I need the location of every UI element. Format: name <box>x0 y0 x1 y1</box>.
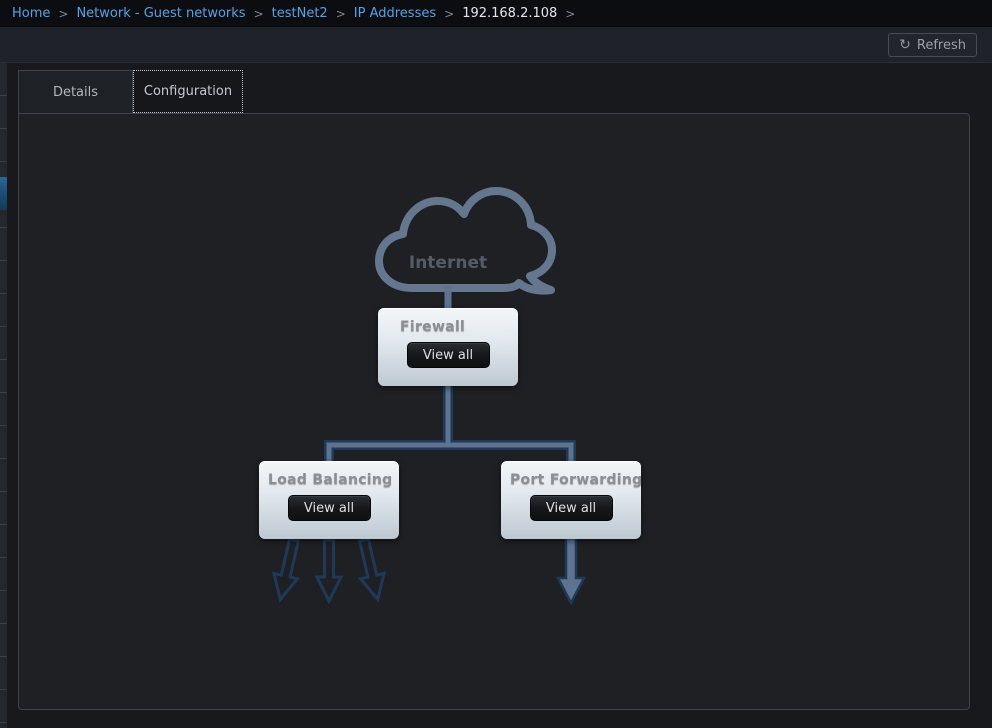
network-diagram: Internet <box>271 187 587 606</box>
tab-bar: Details Configuration <box>18 70 243 113</box>
port-forwarding-arrow-icon <box>555 536 587 606</box>
internet-cloud-icon: Internet <box>375 187 556 295</box>
sidebar-active-item[interactable] <box>0 177 7 210</box>
sidebar-sliver <box>0 63 7 728</box>
breadcrumb-separator: > <box>444 6 455 21</box>
breadcrumb-link-ip-addresses[interactable]: IP Addresses <box>353 6 437 21</box>
load-balancing-node: Load Balancing View all <box>259 461 399 539</box>
breadcrumb-separator: > <box>253 6 264 21</box>
breadcrumb-link-testnet2[interactable]: testNet2 <box>271 6 328 21</box>
connector-cloud-firewall <box>444 286 452 310</box>
refresh-button[interactable]: ↻ Refresh <box>888 33 977 57</box>
arrow-down-right-icon <box>357 537 387 603</box>
breadcrumb-current-ip: 192.168.2.108 <box>462 6 558 21</box>
breadcrumb-link-home[interactable]: Home <box>12 6 51 21</box>
connector-branch <box>324 386 576 466</box>
breadcrumb-separator: > <box>58 6 69 21</box>
refresh-button-label: Refresh <box>916 37 966 53</box>
firewall-view-all-button[interactable]: View all <box>406 342 490 368</box>
port-forwarding-node-title: Port Forwarding <box>510 472 643 488</box>
load-balancing-arrows <box>271 537 387 605</box>
breadcrumb: Home > Network - Guest networks > testNe… <box>0 0 992 27</box>
internet-label: Internet <box>409 253 487 273</box>
port-forwarding-view-all-button[interactable]: View all <box>529 495 613 521</box>
load-balancing-node-title: Load Balancing <box>268 472 393 488</box>
breadcrumb-separator: > <box>565 6 576 21</box>
tab-details[interactable]: Details <box>18 70 133 113</box>
tab-configuration[interactable]: Configuration <box>133 70 243 113</box>
toolbar: ↻ Refresh <box>0 27 992 63</box>
arrow-down-left-icon <box>271 537 301 603</box>
firewall-node-title: Firewall <box>400 319 466 335</box>
load-balancing-view-all-button[interactable]: View all <box>287 495 371 521</box>
firewall-node: Firewall View all <box>378 308 518 386</box>
breadcrumb-separator: > <box>335 6 346 21</box>
refresh-icon: ↻ <box>899 37 911 53</box>
breadcrumb-link-guest-networks[interactable]: Network - Guest networks <box>76 6 246 21</box>
arrow-down-icon <box>314 538 344 605</box>
port-forwarding-node: Port Forwarding View all <box>501 461 643 539</box>
configuration-panel: Internet Firewall View all Load Balancin… <box>18 113 970 710</box>
